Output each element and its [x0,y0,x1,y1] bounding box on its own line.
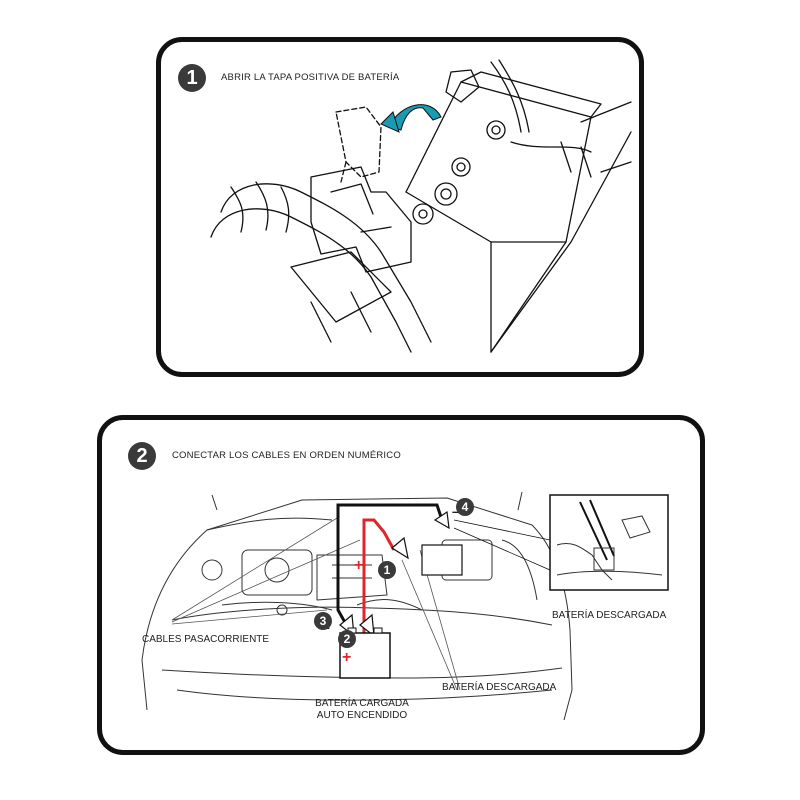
charged-battery-label: BATERÍA CARGADA AUTO ENCENDIDO [307,698,417,722]
cables-label: CABLES PASACORRIENTE [142,634,269,646]
negative-cable [338,505,442,520]
step-1-panel: 1 ABRIR LA TAPA POSITIVA DE BATERÍA [156,37,644,377]
inset-discharged-battery-label: BATERÍA DESCARGADA [552,610,666,622]
plus-sign: + [354,560,363,572]
order-number-3: 3 [314,612,332,630]
curved-arrow-icon [381,105,441,132]
order-number-4: 4 [456,498,474,516]
discharged-battery-label: BATERÍA DESCARGADA [442,682,556,694]
terminal-cap-icon [413,121,505,224]
plus-sign: + [342,652,351,664]
order-number-1: 1 [378,561,396,579]
battery-cover-illustration [161,42,639,372]
order-number-2: 2 [338,630,356,648]
step-2-panel: 2 CONECTAR LOS CABLES EN ORDEN NUMÉRICO [97,415,705,755]
